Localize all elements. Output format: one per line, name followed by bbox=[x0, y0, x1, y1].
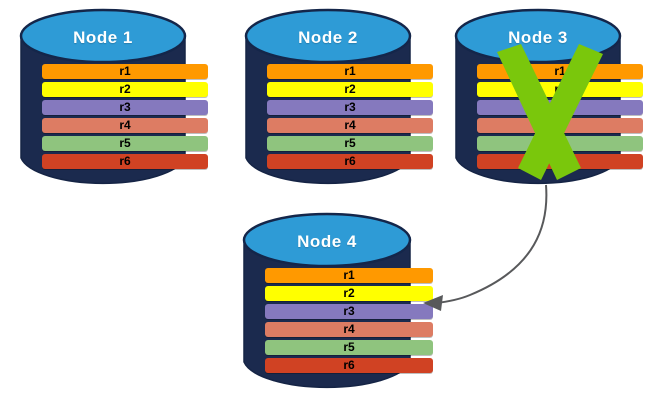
node-4-row-r3[interactable]: r3 bbox=[265, 304, 433, 319]
node-4[interactable]: Node 4 r1 r2 r3 r4 r5 r6 bbox=[242, 212, 433, 392]
node-2-row-r6[interactable]: r6 bbox=[267, 154, 433, 169]
node-1-rows: r1 r2 r3 r4 r5 r6 bbox=[20, 64, 230, 169]
node-3-row-r1[interactable]: r1 bbox=[477, 64, 643, 79]
node-1-row-r5[interactable]: r5 bbox=[42, 136, 208, 151]
node-4-row-r4[interactable]: r4 bbox=[265, 322, 433, 337]
node-2[interactable]: Node 2 r1 r2 r3 r4 r5 r6 bbox=[244, 8, 433, 188]
node-2-row-r3[interactable]: r3 bbox=[267, 100, 433, 115]
node-2-row-r1[interactable]: r1 bbox=[267, 64, 433, 79]
node-4-row-r6[interactable]: r6 bbox=[265, 358, 433, 373]
node-3-row-r4[interactable]: r4 bbox=[477, 118, 643, 133]
node-4-rows: r1 r2 r3 r4 r5 r6 bbox=[243, 268, 455, 373]
node-2-row-r5[interactable]: r5 bbox=[267, 136, 433, 151]
node-1-row-r4[interactable]: r4 bbox=[42, 118, 208, 133]
node-4-row-r1[interactable]: r1 bbox=[265, 268, 433, 283]
node-1-row-r1[interactable]: r1 bbox=[42, 64, 208, 79]
node-3-row-r6[interactable]: r6 bbox=[477, 154, 643, 169]
node-4-row-r2[interactable]: r2 bbox=[265, 286, 433, 301]
node-1-row-r2[interactable]: r2 bbox=[42, 82, 208, 97]
node-1-row-r6[interactable]: r6 bbox=[42, 154, 208, 169]
node-3-row-r2[interactable]: r2 bbox=[477, 82, 643, 97]
node-3-row-r5[interactable]: r5 bbox=[477, 136, 643, 151]
node-3-rows: r1 r2 r3 r4 r5 r6 bbox=[455, 64, 646, 169]
node-1-row-r3[interactable]: r3 bbox=[42, 100, 208, 115]
node-3-row-r3[interactable]: r3 bbox=[477, 100, 643, 115]
node-2-row-r4[interactable]: r4 bbox=[267, 118, 433, 133]
node-2-rows: r1 r2 r3 r4 r5 r6 bbox=[245, 64, 455, 169]
node-4-row-r5[interactable]: r5 bbox=[265, 340, 433, 355]
node-3[interactable]: Node 3 r1 r2 r3 r4 r5 r6 bbox=[454, 8, 643, 188]
node-2-row-r2[interactable]: r2 bbox=[267, 82, 433, 97]
node-1[interactable]: Node 1 r1 r2 r3 r4 r5 r6 bbox=[19, 8, 208, 188]
